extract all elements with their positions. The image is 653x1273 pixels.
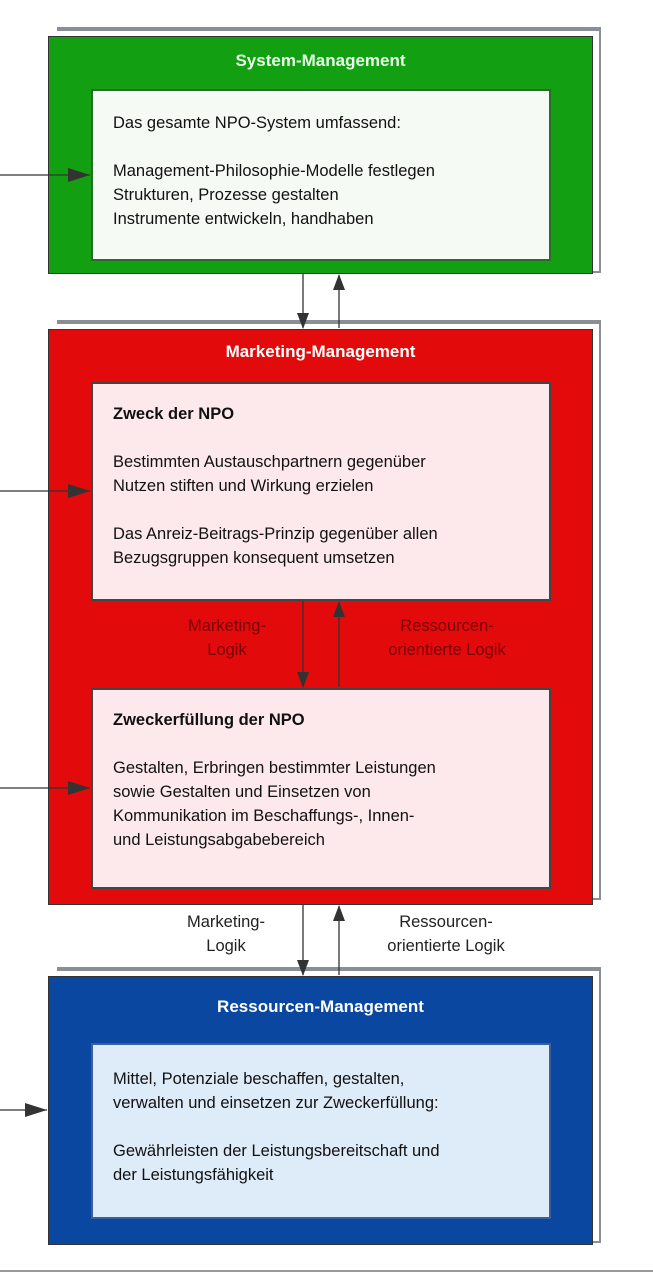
resources-line: Mittel, Potenziale beschaffen, gestalten… — [113, 1070, 405, 1088]
system-management-title: System-Management — [235, 51, 406, 70]
fulfillment-line: und Leistungsabgabebereich — [113, 831, 325, 849]
resources-content-box: Mittel, Potenziale beschaffen, gestalten… — [91, 1043, 551, 1219]
resource-logic-label: Ressourcen- orientierte Logik — [346, 910, 546, 958]
fulfillment-heading: Zweckerfüllung der NPO — [113, 711, 305, 729]
label-line: Logik — [207, 641, 247, 659]
label-line: orientierte Logik — [387, 937, 505, 955]
resources-management-box: Ressourcen-Management Mittel, Potenziale… — [48, 976, 593, 1245]
resource-logic-label-inner: Ressourcen- orientierte Logik — [347, 614, 547, 662]
bottom-divider — [0, 1270, 653, 1272]
resources-management-title: Ressourcen-Management — [217, 997, 424, 1016]
label-line: orientierte Logik — [388, 641, 506, 659]
marketing-management-box: Marketing-Management Zweck der NPO Besti… — [48, 329, 593, 905]
purpose-line: Nutzen stiften und Wirkung erzielen — [113, 477, 374, 495]
purpose-line: Bezugsgruppen konsequent umsetzen — [113, 549, 395, 567]
label-line: Logik — [206, 937, 246, 955]
fulfillment-line: Gestalten, Erbringen bestimmter Leistung… — [113, 759, 436, 777]
label-line: Marketing- — [188, 617, 266, 635]
system-line: Management-Philosophie-Modelle festlegen — [113, 162, 435, 180]
purpose-box: Zweck der NPO Bestimmten Austauschpartne… — [91, 382, 551, 601]
resources-line: Gewährleisten der Leistungsbereitschaft … — [113, 1142, 440, 1160]
fulfillment-line: sowie Gestalten und Einsetzen von — [113, 783, 371, 801]
fulfillment-line: Kommunikation im Beschaffungs-, Innen- — [113, 807, 415, 825]
label-line: Marketing- — [187, 913, 265, 931]
system-content-box: Das gesamte NPO-System umfassend: Manage… — [91, 89, 551, 261]
vertical-arrows — [297, 274, 345, 976]
marketing-logic-label: Marketing- Logik — [126, 910, 326, 958]
label-line: Ressourcen- — [400, 617, 494, 635]
system-intro: Das gesamte NPO-System umfassend: — [113, 114, 401, 132]
purpose-line: Bestimmten Austauschpartnern gegenüber — [113, 453, 426, 471]
system-management-box: System-Management Das gesamte NPO-System… — [48, 36, 593, 274]
purpose-fulfillment-box: Zweckerfüllung der NPO Gestalten, Erbrin… — [91, 688, 551, 889]
marketing-logic-label-inner: Marketing- Logik — [127, 614, 327, 662]
purpose-heading: Zweck der NPO — [113, 405, 235, 423]
system-line: Instrumente entwickeln, handhaben — [113, 210, 374, 228]
resources-line: verwalten und einsetzen zur Zweckerfüllu… — [113, 1094, 439, 1112]
input-arrows — [0, 168, 90, 1117]
label-line: Ressourcen- — [399, 913, 493, 931]
resources-line: der Leistungsfähigkeit — [113, 1166, 274, 1184]
purpose-line: Das Anreiz-Beitrags-Prinzip gegenüber al… — [113, 525, 438, 543]
system-line: Strukturen, Prozesse gestalten — [113, 186, 339, 204]
marketing-management-title: Marketing-Management — [225, 342, 416, 361]
